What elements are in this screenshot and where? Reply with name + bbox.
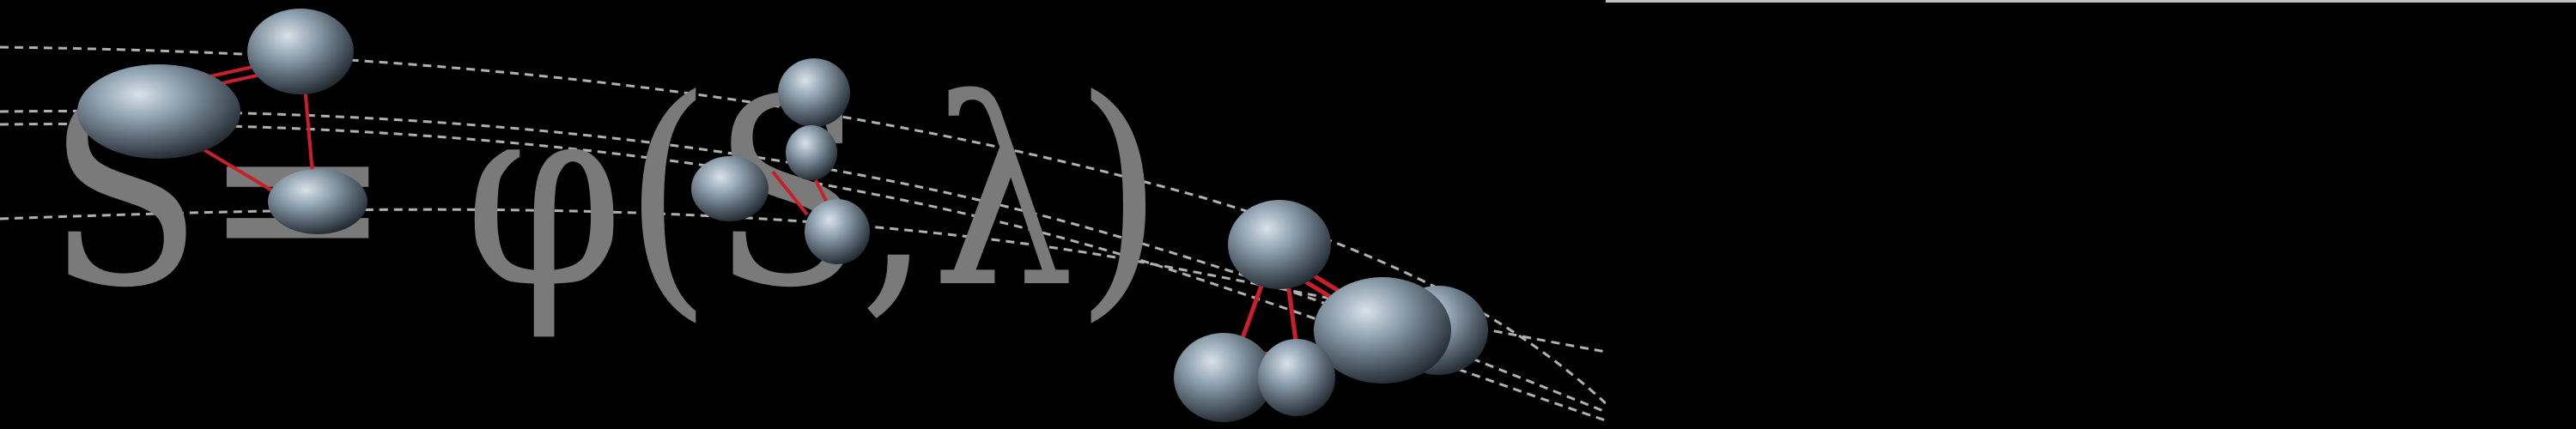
- molecule-cluster-left: [77, 9, 368, 234]
- sphere: [268, 169, 368, 234]
- sphere: [1314, 277, 1451, 384]
- sphere: [247, 9, 354, 94]
- molecule-cluster-middle: [691, 58, 870, 264]
- sphere: [786, 125, 837, 180]
- sphere: [77, 64, 240, 159]
- sphere: [1228, 200, 1331, 289]
- sphere: [691, 156, 769, 221]
- scene-canvas: S= φ(S,λ): [0, 9, 1606, 422]
- sphere: [1174, 333, 1273, 422]
- top-divider: [1606, 0, 2576, 3]
- sphere: [1258, 339, 1335, 416]
- molecule-scene: S= φ(S,λ): [0, 9, 1606, 422]
- blank-pane: [1606, 0, 2576, 429]
- molecule-cluster-right: [1174, 200, 1488, 422]
- sphere: [805, 199, 870, 264]
- sphere: [778, 58, 850, 127]
